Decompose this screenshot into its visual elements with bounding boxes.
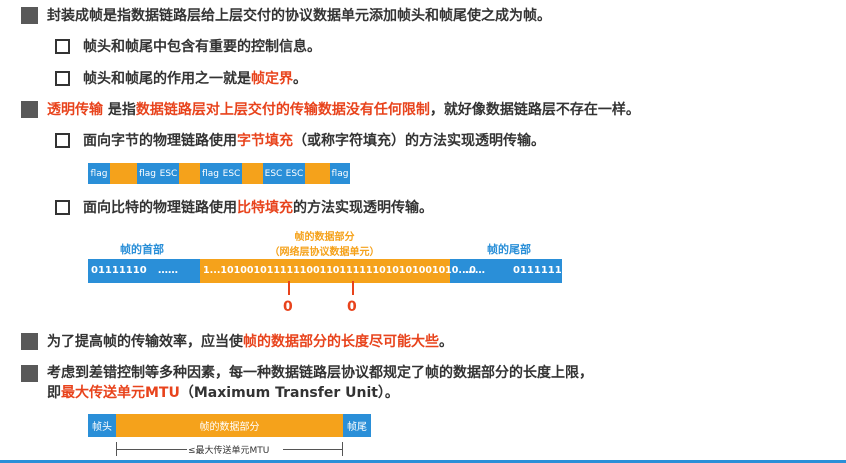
bullet-transparent: 透明传输 是指数据链路层对上层交付的传输数据没有任何限制，就好像数据链路层不存在… bbox=[47, 102, 640, 118]
checkbox-icon bbox=[55, 39, 70, 54]
frame-data-label: 帧的数据部分 bbox=[294, 232, 355, 243]
checkbox-icon bbox=[55, 71, 70, 86]
stuffed-zero: 0 bbox=[347, 299, 357, 315]
stuffed-bit-pointer bbox=[288, 281, 290, 295]
header-flag-bits: 01111110 bbox=[91, 265, 147, 276]
flag-cell: flag bbox=[330, 163, 350, 184]
bullet-square-icon bbox=[21, 101, 38, 118]
esc-cell: ESC bbox=[158, 163, 179, 184]
frame-header-block bbox=[88, 259, 200, 283]
trailer-dots: …… bbox=[465, 265, 485, 276]
mtu-arrow-line-left bbox=[117, 449, 187, 450]
bullet-efficiency: 为了提高帧的传输效率，应当使帧的数据部分的长度尽可能大些。 bbox=[47, 334, 453, 350]
mtu-data-cell: 帧的数据部分 bbox=[116, 414, 343, 437]
sub-byte-stuffing: 面向字节的物理链路使用字节填充（或称字符填充）的方法实现透明传输。 bbox=[83, 133, 545, 149]
mtu-head-cell: 帧头 bbox=[88, 414, 116, 437]
mtu-arrow-line-right bbox=[283, 449, 342, 450]
flag-cell: flag bbox=[200, 163, 221, 184]
stuffed-zero: 0 bbox=[283, 299, 293, 315]
esc-cell: ESC bbox=[284, 163, 305, 184]
bullet-square-icon bbox=[21, 333, 38, 350]
data-cell bbox=[242, 163, 263, 184]
data-cell bbox=[179, 163, 200, 184]
flag-cell: flag bbox=[137, 163, 158, 184]
esc-cell: ESC bbox=[221, 163, 242, 184]
esc-cell: ESC bbox=[263, 163, 284, 184]
bullet-square-icon bbox=[21, 365, 38, 382]
bottom-accent-bar bbox=[0, 460, 846, 463]
mtu-size-label: ≤最大传送单元MTU bbox=[188, 446, 270, 456]
bullet-framing: 封装成帧是指数据链路层给上层交付的协议数据单元添加帧头和帧尾使之成为帧。 bbox=[47, 8, 551, 24]
header-dots: …… bbox=[158, 265, 178, 276]
sub-frame-delimit: 帧头和帧尾的作用之一就是帧定界。 bbox=[83, 71, 307, 87]
mtu-bracket-left bbox=[116, 442, 117, 456]
mtu-bracket-right bbox=[342, 442, 343, 456]
frame-data-block bbox=[200, 259, 450, 283]
sub-framing-control: 帧头和帧尾中包含有重要的控制信息。 bbox=[83, 39, 321, 55]
sub-bit-stuffing: 面向比特的物理链路使用比特填充的方法实现透明传输。 bbox=[83, 200, 433, 216]
data-bits: 1...101001011111100110111111010101001010… bbox=[203, 265, 476, 276]
data-cell bbox=[305, 163, 330, 184]
checkbox-icon bbox=[55, 133, 70, 148]
frame-trailer-label: 帧的尾部 bbox=[487, 243, 531, 256]
stuffed-bit-pointer bbox=[352, 281, 354, 295]
checkbox-icon bbox=[55, 200, 70, 215]
data-cell bbox=[110, 163, 137, 184]
mtu-tail-cell: 帧尾 bbox=[343, 414, 371, 437]
flag-cell: flag bbox=[88, 163, 110, 184]
bullet-mtu-line2: 即最大传送单元MTU（Maximum Transfer Unit）。 bbox=[47, 385, 399, 401]
frame-trailer-block bbox=[450, 259, 562, 283]
trailer-flag-bits: 01111110 bbox=[513, 265, 569, 276]
bullet-mtu-line1: 考虑到差错控制等多种因素，每一种数据链路层协议都规定了帧的数据部分的长度上限， bbox=[47, 365, 593, 381]
frame-data-sublabel: （网络层协议数据单元） bbox=[269, 247, 380, 258]
frame-header-label: 帧的首部 bbox=[120, 243, 164, 256]
bullet-square-icon bbox=[21, 7, 38, 24]
